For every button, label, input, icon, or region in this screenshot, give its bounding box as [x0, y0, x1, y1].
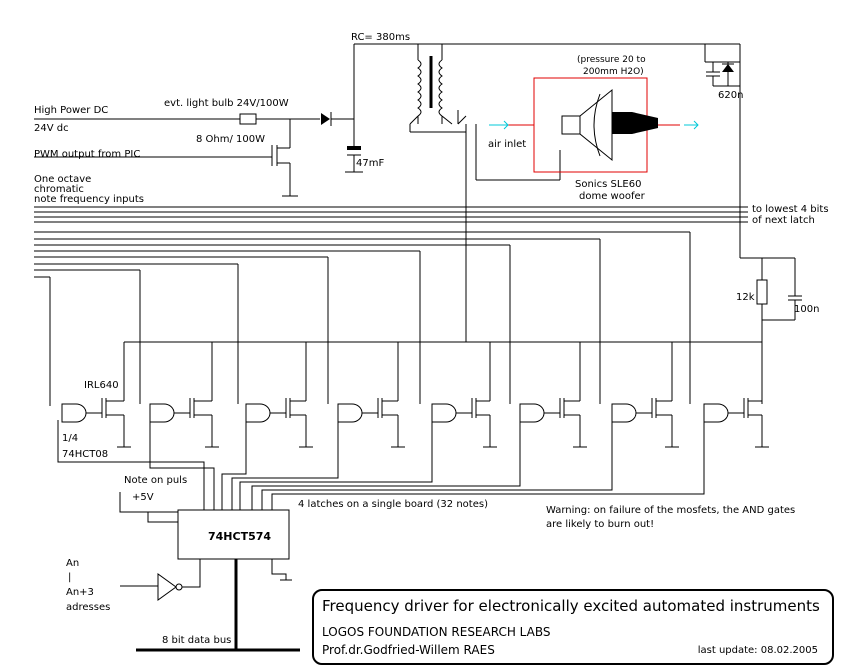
pressure-label-1: (pressure 20 to — [577, 55, 646, 65]
and-gate — [431, 403, 457, 423]
cap-620n-label: 620n — [718, 90, 743, 101]
driver-stage — [519, 342, 587, 448]
driver-stage — [61, 342, 131, 448]
hct08-label: 74HCT08 — [62, 449, 108, 460]
diode-symbol — [321, 113, 330, 125]
rc-label: RC= 380ms — [351, 32, 410, 43]
woofer-cone — [579, 88, 613, 162]
driver-stage — [431, 342, 497, 448]
woofer-magnet — [561, 115, 581, 135]
data-bus-label: 8 bit data bus — [162, 635, 231, 646]
cap-47mf-label: 47mF — [356, 158, 384, 169]
resistor-12k — [756, 279, 768, 305]
high-power-label: High Power DC — [34, 105, 108, 116]
latches-label: 4 latches on a single board (32 notes) — [298, 499, 488, 510]
cap-100n-label: 100n — [794, 304, 819, 315]
air-inlet-label: air inlet — [488, 139, 526, 150]
pressure-label-2: 200mm H2O) — [583, 67, 644, 77]
driver-stage — [337, 342, 405, 448]
and-gate — [611, 403, 637, 423]
v5-label: +5V — [132, 492, 154, 503]
an-bar-label: | — [68, 572, 71, 583]
v24-label: 24V dc — [34, 123, 69, 134]
driver-stage — [611, 342, 679, 448]
warning-label-2: are likely to burn out! — [546, 519, 654, 530]
quarter-label: 1/4 — [62, 433, 78, 444]
note-on-label: Note on puls — [124, 475, 187, 486]
sonics-label-2: dome woofer — [579, 191, 646, 202]
driver-stage — [703, 342, 769, 448]
irl640-label: IRL640 — [84, 380, 119, 391]
air-outlet-arrow — [693, 120, 699, 130]
organization-name: LOGOS FOUNDATION RESEARCH LABS — [322, 625, 551, 639]
air-inlet-arrow — [503, 120, 509, 130]
zener-diode — [722, 64, 734, 72]
octave-label-2: chromatic — [34, 184, 84, 195]
and-gate — [519, 403, 545, 423]
ohm-label: 8 Ohm/ 100W — [196, 134, 265, 145]
resistor-12k-label: 12k — [736, 292, 755, 303]
and-gate — [337, 403, 363, 423]
octave-label-1: One octave — [34, 174, 91, 185]
and-gate — [61, 403, 87, 423]
transformer-secondary — [438, 59, 443, 117]
woofer-horn — [612, 112, 658, 134]
diagram-title: Frequency driver for electronically exci… — [322, 597, 820, 615]
input-bus — [34, 206, 802, 406]
warning-label-1: Warning: on failure of the mosfets, the … — [546, 505, 795, 516]
adresses-label: adresses — [66, 602, 110, 613]
latch-chip — [177, 509, 290, 560]
pwm-label: PWM output from PIC — [34, 149, 140, 160]
octave-label-3: note frequency inputs — [34, 194, 144, 205]
transformer-primary — [417, 59, 422, 117]
lowest-bits-label-2: of next latch — [752, 215, 815, 226]
bulb-label: evt. light bulb 24V/100W — [164, 98, 289, 109]
and-gate — [703, 403, 729, 423]
driver-stage — [245, 342, 313, 448]
author-name: Prof.dr.Godfried-Willem RAES — [322, 643, 495, 657]
driver-stages — [61, 342, 769, 448]
driver-stage — [149, 342, 219, 448]
latch-chip-label: 74HCT574 — [208, 530, 271, 543]
bulb-resistor — [239, 113, 257, 125]
sonics-label-1: Sonics SLE60 — [575, 179, 641, 190]
an-label: An — [66, 558, 79, 569]
labels: RC= 380ms (pressure 20 to 200mm H2O) 620… — [34, 32, 829, 646]
latch-section — [57, 420, 705, 652]
last-update: last update: 08.02.2005 — [697, 645, 818, 656]
power-section — [34, 43, 741, 342]
an3-label: An+3 — [66, 587, 94, 598]
title-block: Frequency driver for electronically exci… — [312, 589, 834, 665]
lowest-bits-label-1: to lowest 4 bits — [752, 204, 829, 215]
and-gate — [245, 403, 271, 423]
and-gate — [149, 403, 175, 423]
inverter-gate — [157, 573, 177, 601]
